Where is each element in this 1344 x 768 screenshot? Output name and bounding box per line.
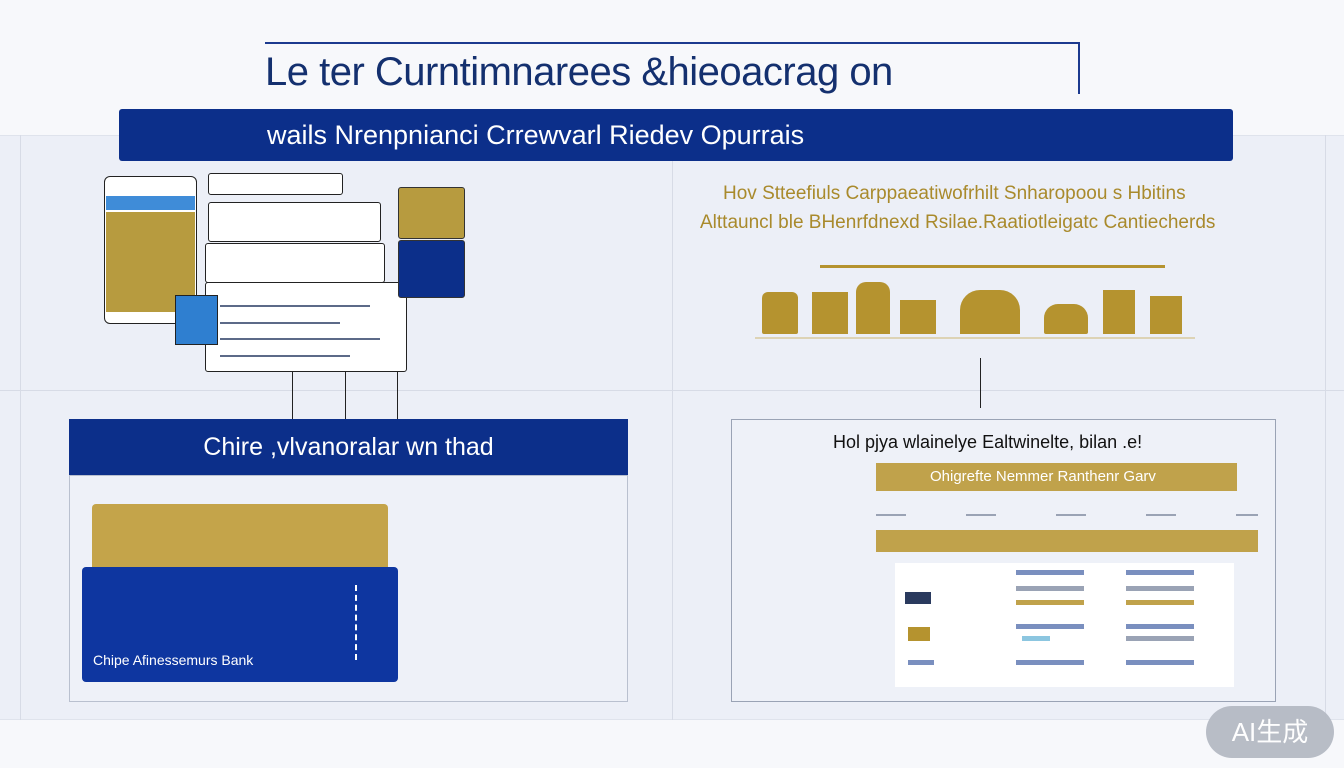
card-stripe [355, 585, 367, 660]
table-cell [1016, 586, 1084, 591]
building-icon [960, 290, 1020, 334]
pane-title: Hol pjya wlainelye Ealtwinelte, bilan .e… [833, 432, 1143, 452]
text-line [220, 355, 350, 357]
table-icon [905, 592, 931, 604]
table-icon [908, 627, 930, 641]
grid-line [20, 135, 21, 720]
building-icon [1150, 296, 1182, 334]
ground-line [755, 337, 1195, 339]
pane-subheader [876, 530, 1258, 552]
table-cell [1126, 660, 1194, 665]
text-line [220, 322, 340, 324]
card-bank-label: Chipe Afinessemurs Bank [93, 652, 254, 668]
table-cell [1016, 600, 1084, 605]
text-line [220, 338, 380, 340]
table-cell [1126, 570, 1194, 575]
table-cell [1022, 636, 1050, 641]
table-cell [1016, 660, 1084, 665]
subtitle-banner: wails Nrenpnianci Crrewvarl Riedev Opurr… [119, 109, 1233, 161]
grid-line [1325, 135, 1326, 720]
table-cell [1126, 624, 1194, 629]
text-line [220, 305, 370, 307]
ai-generated-badge: AI生成 [1206, 706, 1334, 758]
section-header: Chire ,vlvanoralar wn thad [69, 419, 628, 475]
table-cell [1016, 570, 1084, 575]
building-icon [812, 292, 848, 334]
table-cell [1016, 624, 1084, 629]
table-cell [1126, 636, 1194, 641]
blue-card-icon [82, 567, 398, 682]
gold-card-icon [398, 187, 465, 239]
building-icon [1103, 290, 1135, 334]
building-icon [856, 282, 890, 334]
caption-line: Alttauncl ble BHenrfdnexd Rsilae.Raatiot… [700, 212, 1216, 233]
document-icon [205, 282, 407, 372]
phone-header-bar [106, 196, 195, 210]
gold-card-icon [92, 504, 388, 572]
table-cell [1126, 586, 1194, 591]
document-icon [208, 202, 381, 242]
table-cell [1126, 600, 1194, 605]
pane-header: Ohigrefte Nemmer Ranthenr Garv [876, 463, 1237, 491]
page-title: Le ter Curntimnarees &hieoacrag on [265, 42, 1080, 94]
table-cell [908, 660, 934, 665]
grid-line [672, 135, 673, 720]
building-icon [762, 292, 798, 334]
building-icon [900, 300, 936, 334]
caption-line: Hov Stteefiuls Carppaeatiwofrhilt Snharo… [723, 183, 1186, 204]
icon-bar [820, 265, 1165, 268]
document-icon [205, 243, 385, 283]
building-icon [1044, 304, 1088, 334]
blue-card-icon [398, 240, 465, 298]
document-blue-tag [175, 295, 218, 345]
connector-line [980, 358, 981, 408]
document-icon [208, 173, 343, 195]
divider [876, 514, 1258, 516]
